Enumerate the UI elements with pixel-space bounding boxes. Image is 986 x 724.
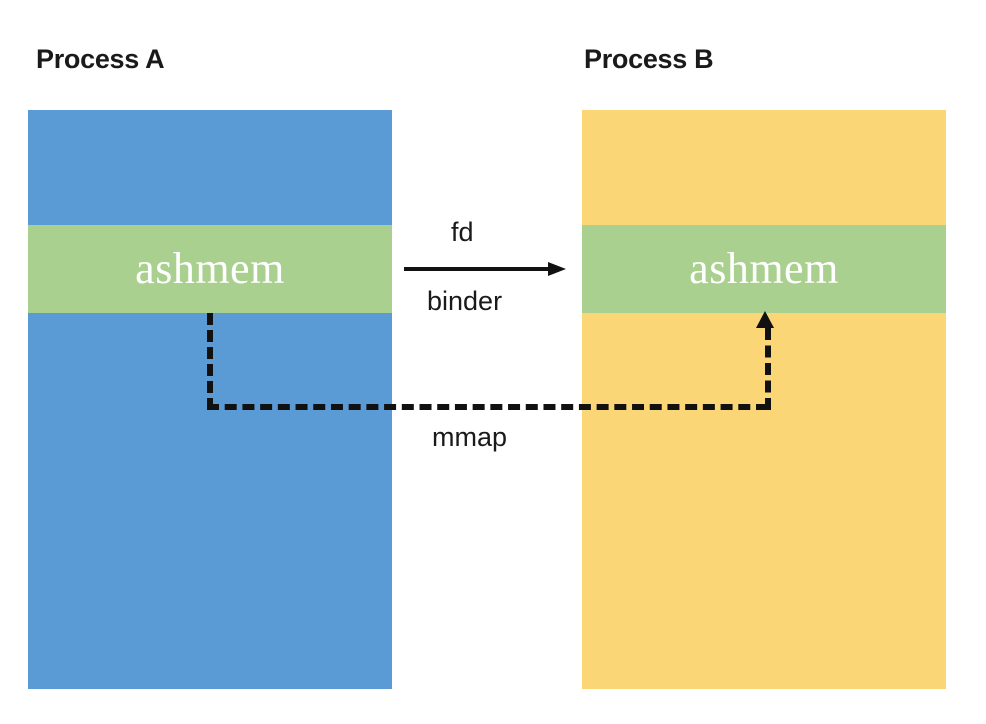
mmap-left-vertical-segment xyxy=(207,313,213,410)
mmap-horizontal-segment xyxy=(207,404,768,410)
fd-arrow-shaft xyxy=(404,267,552,271)
mmap-label: mmap xyxy=(432,422,508,452)
process-b-ashmem-label: ashmem xyxy=(689,244,839,293)
binder-label: binder xyxy=(427,286,503,316)
process-a-title: Process A xyxy=(36,44,165,74)
process-a-ashmem-label: ashmem xyxy=(135,244,285,293)
process-a-memory-block: ashmem xyxy=(28,110,392,689)
fd-label: fd xyxy=(451,217,474,247)
fd-arrow-head-icon xyxy=(548,262,566,276)
process-b-title: Process B xyxy=(584,44,714,74)
process-a-ashmem-region: ashmem xyxy=(28,225,392,313)
process-b-ashmem-region: ashmem xyxy=(582,225,946,313)
fd-transfer-arrow xyxy=(404,262,566,276)
mmap-right-vertical-segment xyxy=(765,328,771,410)
process-b-memory-block: ashmem xyxy=(582,110,946,689)
mmap-arrow-head-icon xyxy=(756,311,774,328)
